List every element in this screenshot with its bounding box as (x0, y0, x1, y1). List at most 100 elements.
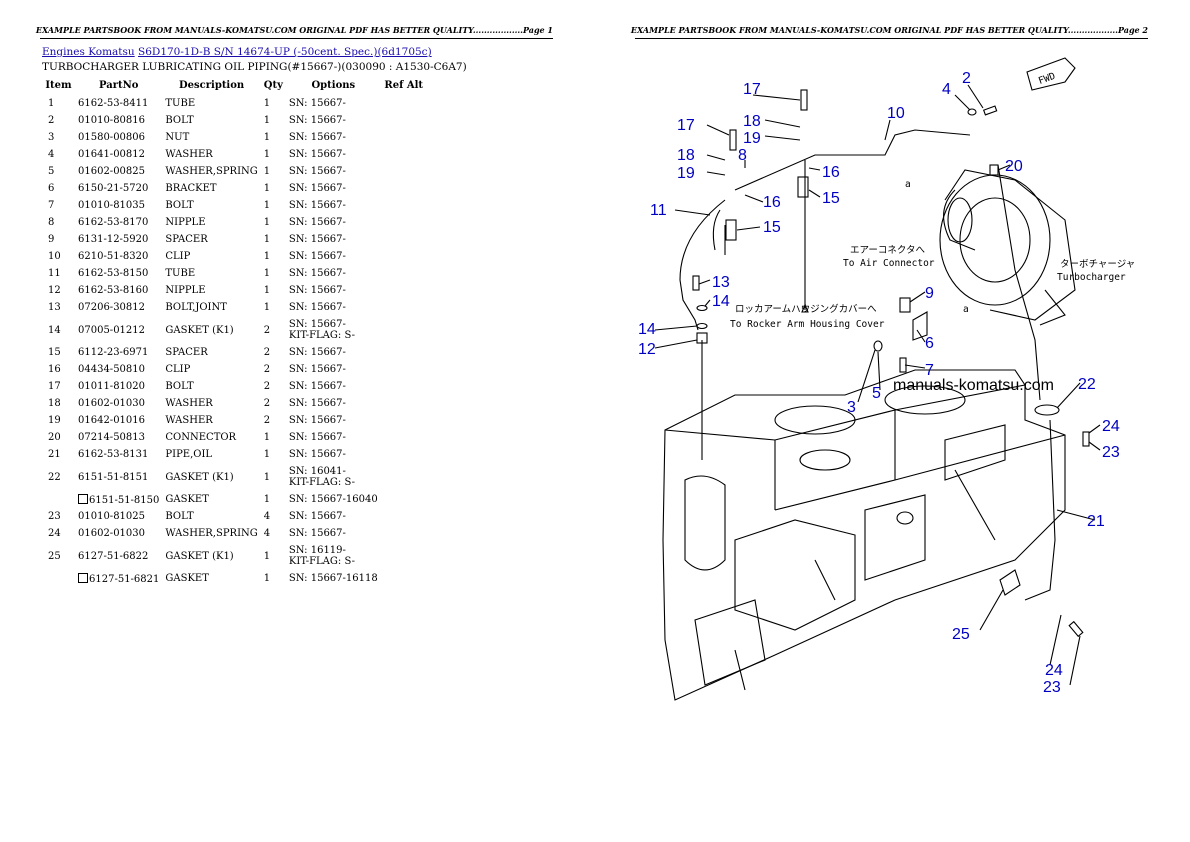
cell-partno: 6150-21-5720 (75, 180, 162, 197)
cell-qty: 1 (263, 494, 271, 505)
col-header-partno: PartNo (98, 80, 139, 91)
cell-description: TUBE (165, 268, 196, 279)
cell-description: SPACER (165, 347, 208, 358)
cell-partno: 6127-51-6822 (75, 542, 162, 570)
cell-options: SN: 15667- (286, 95, 381, 112)
cell-description: WASHER,SPRING (165, 166, 258, 177)
alternate-part-checkbox[interactable] (78, 572, 88, 583)
item-label-23[interactable]: 23 (1043, 679, 1061, 696)
part-number: 07005-01212 (78, 324, 146, 336)
item-label-24[interactable]: 24 (1102, 418, 1120, 435)
item-label-5[interactable]: 5 (872, 385, 881, 402)
item-label-7[interactable]: 7 (925, 362, 934, 379)
cell-item: 5 (48, 166, 55, 177)
cell-ref-alt (381, 282, 427, 299)
item-label-6[interactable]: 6 (925, 335, 934, 352)
cell-options: SN: 15667- (286, 412, 381, 429)
option-serial: SN: 15667-16040 (288, 494, 378, 505)
item-label-19[interactable]: 19 (677, 165, 695, 182)
cell-description: SPACER (165, 234, 208, 245)
cell-partno: 01602-01030 (75, 525, 162, 542)
item-label-15[interactable]: 15 (763, 219, 781, 236)
item-label-8[interactable]: 8 (738, 147, 747, 164)
item-label-21[interactable]: 21 (1087, 513, 1105, 530)
item-label-10[interactable]: 10 (887, 105, 905, 122)
item-label-14[interactable]: 14 (638, 321, 656, 338)
part-number: 6150-21-5720 (78, 183, 149, 194)
ref-a-2: a (963, 304, 969, 315)
cell-qty: 1 (263, 471, 271, 483)
part-number: 01010-81025 (78, 511, 146, 522)
item-label-25[interactable]: 25 (952, 626, 970, 643)
col-header-qty: Qty (263, 80, 283, 91)
connector-20-shape (989, 164, 999, 176)
cell-partno: 01010-81025 (75, 508, 162, 525)
item-label-15[interactable]: 15 (822, 190, 840, 207)
turbocharger-jp: ターボチャージャ (1060, 259, 1135, 270)
item-label-4[interactable]: 4 (942, 81, 951, 98)
cell-qty: 1 (263, 115, 271, 126)
option-serial: SN: 16041- (288, 466, 346, 477)
nipple-12-shape (696, 332, 708, 344)
breadcrumb-link-engines[interactable]: Engines Komatsu (42, 46, 135, 58)
cell-ref-alt (381, 412, 427, 429)
cell-options: SN: 15667- (286, 231, 381, 248)
cell-qty: 2 (263, 324, 271, 336)
item-label-2[interactable]: 2 (962, 70, 971, 87)
cell-ref-alt (381, 197, 427, 214)
cell-item: 9 (48, 234, 55, 245)
item-label-9[interactable]: 9 (925, 285, 934, 302)
gasket-22-shape (1034, 404, 1060, 416)
cell-partno: 01642-01016 (75, 412, 162, 429)
item-label-16[interactable]: 16 (763, 194, 781, 211)
item-label-16[interactable]: 16 (822, 164, 840, 181)
item-label-20[interactable]: 20 (1005, 158, 1023, 175)
breadcrumb-link-model[interactable]: S6D170-1D-B S/N 14674-UP (-50cent. Spec.… (138, 46, 432, 58)
air-connector-en: To Air Connector (843, 258, 935, 269)
item-label-13[interactable]: 13 (712, 274, 730, 291)
item-label-14[interactable]: 14 (712, 293, 730, 310)
option-serial: SN: 16119- (288, 545, 346, 556)
item-label-18[interactable]: 18 (677, 147, 695, 164)
cell-ref-alt (381, 146, 427, 163)
cell-item: 18 (48, 398, 61, 409)
cell-description: NIPPLE (165, 217, 206, 228)
option-serial: SN: 15667- (288, 511, 346, 522)
cell-partno: 01010-80816 (75, 112, 162, 129)
cell-item: 24 (48, 528, 61, 539)
item-label-11[interactable]: 11 (650, 202, 667, 219)
cell-qty: 1 (263, 200, 271, 211)
item-label-23[interactable]: 23 (1102, 444, 1120, 461)
part-number: 01602-01030 (78, 398, 146, 409)
item-label-18[interactable]: 18 (743, 113, 761, 130)
cell-item: 23 (48, 511, 61, 522)
part-number: 6127-51-6821 (89, 573, 160, 585)
cell-options: SN: 15667-16118 (286, 570, 381, 587)
cell-options: SN: 15667- (286, 129, 381, 146)
cell-qty: 4 (263, 528, 271, 539)
cell-partno: 01580-00806 (75, 129, 162, 146)
part-number: 6162-53-8131 (78, 449, 149, 460)
cell-partno: 6162-53-8131 (75, 446, 162, 463)
cell-ref-alt (381, 570, 427, 587)
option-kit-flag: KIT-FLAG: S- (288, 477, 356, 488)
item-label-12[interactable]: 12 (638, 341, 656, 358)
alternate-part-checkbox[interactable] (78, 493, 88, 504)
option-serial: SN: 15667- (288, 217, 346, 228)
item-label-22[interactable]: 22 (1078, 376, 1096, 393)
item-label-19[interactable]: 19 (743, 130, 761, 147)
item-label-17[interactable]: 17 (677, 117, 695, 134)
cell-partno: 6162-53-8170 (75, 214, 162, 231)
item-label-17[interactable]: 17 (743, 81, 761, 98)
item-label-24[interactable]: 24 (1045, 662, 1063, 679)
item-label-3[interactable]: 3 (847, 399, 856, 416)
